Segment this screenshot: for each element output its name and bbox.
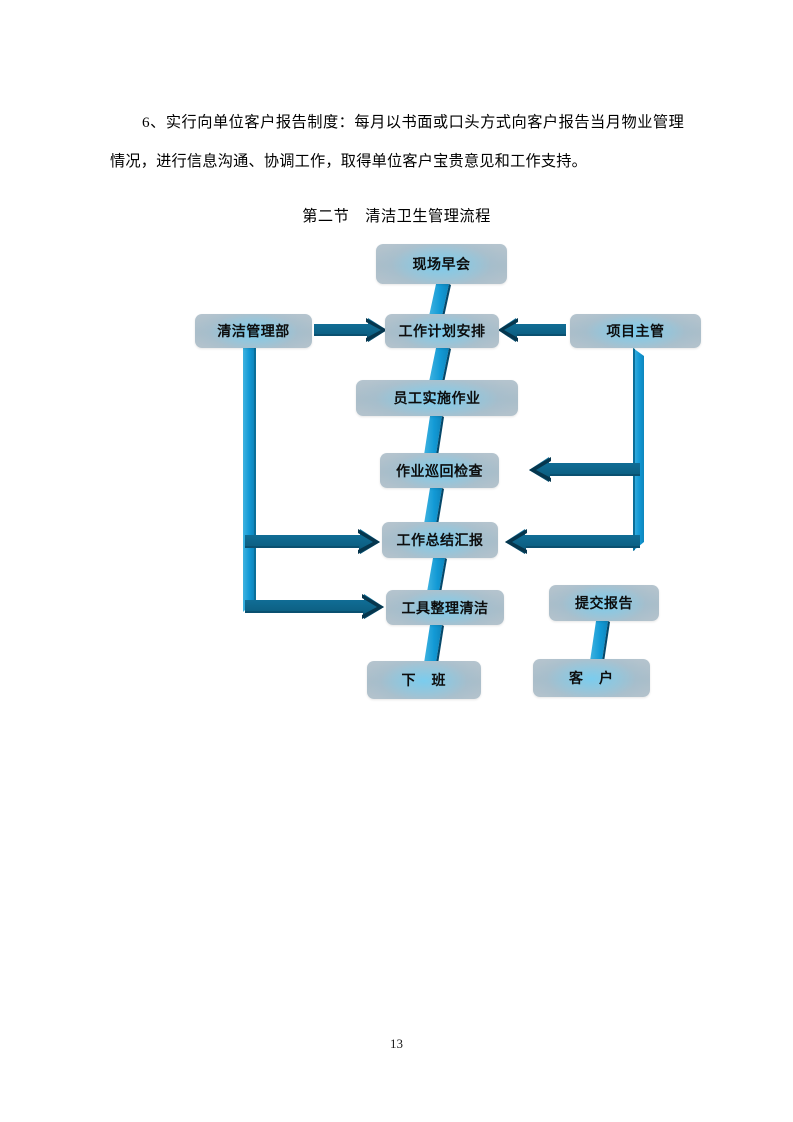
flow-node-tool-cleanup[interactable]: 工具整理清洁 [386,590,504,625]
flow-node-patrol-check[interactable]: 作业巡回检查 [380,453,499,488]
connector-patrol-check-to-work-summary [424,488,444,525]
flow-node-label: 工作计划安排 [398,324,486,340]
flow-node-project-manager[interactable]: 项目主管 [570,314,701,348]
connector-work-plan-to-staff-execute [429,348,451,383]
arrow-project-manager-to-patrol-check [529,457,640,482]
connector-work-summary-to-tool-cleanup [427,558,447,593]
trunk-left-cleaning-dept [243,334,256,612]
flow-node-label: 工作总结汇报 [396,533,484,549]
page-number: 13 [390,1036,403,1051]
flow-node-label: 现场早会 [412,257,471,273]
body-paragraph: 6、实行向单位客户报告制度：每月以书面或口头方式向客户报告当月物业管理情况，进行… [110,114,684,170]
flow-node-label: 客 户 [569,671,614,687]
section-heading: 第二节清洁卫生管理流程 [0,204,793,226]
flow-node-label: 作业巡回检查 [396,463,483,480]
flow-node-work-plan[interactable]: 工作计划安排 [385,314,499,348]
flow-node-cleaning-dept[interactable]: 清洁管理部 [195,314,312,348]
section-heading-title: 清洁卫生管理流程 [365,208,491,225]
arrow-project-manager-to-work-plan [498,318,566,342]
flow-node-label: 下 班 [401,673,447,689]
flow-node-morning-meeting[interactable]: 现场早会 [376,244,507,284]
arrow-cleaning-dept-to-tool-cleanup [245,594,384,619]
arrow-project-manager-to-work-summary [505,529,640,554]
section-heading-number: 第二节 [302,208,350,225]
flow-node-staff-execute[interactable]: 员工实施作业 [356,380,518,416]
arrow-cleaning-dept-to-work-summary [245,529,380,554]
flow-node-label: 工具整理清洁 [401,600,489,617]
flow-node-off-duty[interactable]: 下 班 [367,661,481,699]
connector-tool-cleanup-to-off-duty [424,625,444,664]
flow-node-client[interactable]: 客 户 [533,659,650,697]
flow-node-label: 清洁管理部 [217,324,290,340]
arrow-cleaning-dept-to-work-plan [314,318,387,342]
connector-staff-execute-to-patrol-check [424,416,444,456]
flow-node-work-summary[interactable]: 工作总结汇报 [382,522,498,558]
connector-submit-report-to-client [590,621,610,662]
connector-morning-meeting-to-work-plan [429,284,451,317]
flow-node-label: 提交报告 [575,596,633,612]
flow-node-label: 项目主管 [606,324,665,340]
flow-node-label: 员工实施作业 [393,391,481,407]
trunk-right-project-manager [633,348,644,551]
flow-node-submit-report[interactable]: 提交报告 [549,585,659,621]
